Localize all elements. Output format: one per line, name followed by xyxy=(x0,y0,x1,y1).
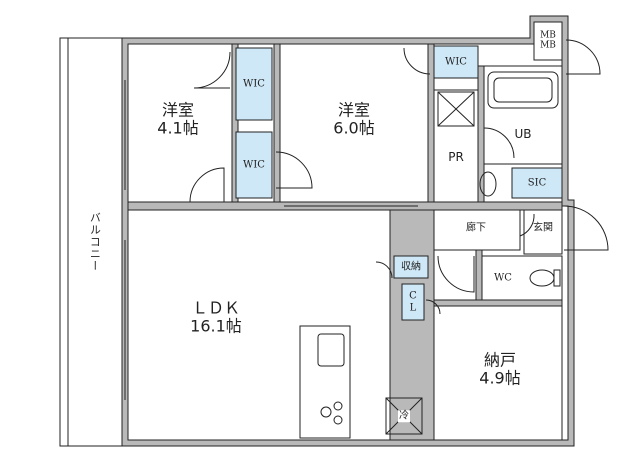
stove-burner xyxy=(320,406,332,418)
room-size: 6.0帖 xyxy=(333,119,375,138)
room-name: 洋室 xyxy=(161,100,195,120)
washer-pan-cross xyxy=(437,91,475,127)
door-swing[interactable] xyxy=(275,151,313,189)
fridge-label: 冷 xyxy=(398,410,410,422)
washer-pan xyxy=(437,91,475,127)
wic1-label: WIC xyxy=(243,78,265,90)
door-swing[interactable] xyxy=(403,47,431,75)
wic1-closet xyxy=(235,47,273,121)
hallway-label: 廊下 xyxy=(466,222,486,234)
door-swing[interactable] xyxy=(437,255,475,293)
kitchen-sink xyxy=(317,333,345,367)
door-swing[interactable] xyxy=(483,127,515,159)
cl-label: C L xyxy=(409,291,417,314)
bedroom2-area xyxy=(279,43,429,203)
wic3-label: WIC xyxy=(445,56,467,68)
shuno-label: 収納 xyxy=(401,261,421,273)
shuno-closet xyxy=(393,255,429,279)
toilet-tank xyxy=(553,269,561,287)
room-name: 納戸 xyxy=(483,350,517,370)
mb-label: MB MB xyxy=(540,31,556,52)
bathtub xyxy=(487,71,559,109)
ub-area xyxy=(483,65,563,165)
door-swing[interactable] xyxy=(375,261,393,279)
stove-burner xyxy=(333,415,343,425)
kitchen-counter xyxy=(299,325,351,439)
room-size: 4.1帖 xyxy=(157,119,199,138)
door-swing[interactable] xyxy=(189,167,225,203)
wc-label: WC xyxy=(494,272,512,284)
bathtub-inner xyxy=(493,77,553,103)
bedroom1-label: 洋室 4.1帖 xyxy=(157,100,199,139)
storeroom-area xyxy=(433,305,563,441)
partition-wall xyxy=(475,249,483,301)
stove-burner xyxy=(333,401,343,411)
door-swing[interactable] xyxy=(565,39,601,75)
partition-wall xyxy=(389,209,435,441)
storeroom-label: 納戸 4.9帖 xyxy=(479,350,521,389)
room-size: 4.9帖 xyxy=(479,369,521,388)
bedroom2-label: 洋室 6.0帖 xyxy=(333,100,375,139)
wic3-closet xyxy=(433,45,479,79)
bedroom1-area xyxy=(127,43,233,203)
pr-label: PR xyxy=(448,150,464,165)
washbasin xyxy=(479,171,497,197)
room-size: 16.1帖 xyxy=(190,317,242,336)
sic-closet xyxy=(511,167,563,199)
door-swing[interactable] xyxy=(563,205,609,251)
wc-area xyxy=(481,255,563,301)
sic-label: SIC xyxy=(527,177,547,189)
room-name: ＬＤＫ xyxy=(191,298,241,318)
mb-line1: MB xyxy=(540,30,556,41)
door-swing[interactable] xyxy=(193,51,231,89)
cl-c: C xyxy=(409,290,417,302)
cl-closet xyxy=(401,283,425,321)
partition-wall xyxy=(433,299,563,307)
ldk-label: ＬＤＫ 16.1帖 xyxy=(190,298,242,337)
door-swing[interactable] xyxy=(519,213,535,237)
door-swing[interactable] xyxy=(425,299,441,315)
meter-box xyxy=(533,21,563,61)
wic2-label: WIC xyxy=(243,159,265,171)
fridge-space xyxy=(385,397,423,435)
balcony-label: バルコニー xyxy=(88,212,102,272)
partition-wall xyxy=(427,43,435,207)
entrance-label: 玄関 xyxy=(533,222,553,234)
partition-wall xyxy=(477,65,485,207)
wic2-closet xyxy=(235,131,273,199)
pr-area xyxy=(431,89,479,203)
ldk-area xyxy=(127,209,391,441)
mb-line2: MB xyxy=(540,41,556,51)
entrance-area xyxy=(523,205,563,255)
partition-wall xyxy=(273,43,281,203)
ub-label: UB xyxy=(514,127,532,142)
room-name: 洋室 xyxy=(337,100,371,120)
cl-l: L xyxy=(409,302,417,313)
